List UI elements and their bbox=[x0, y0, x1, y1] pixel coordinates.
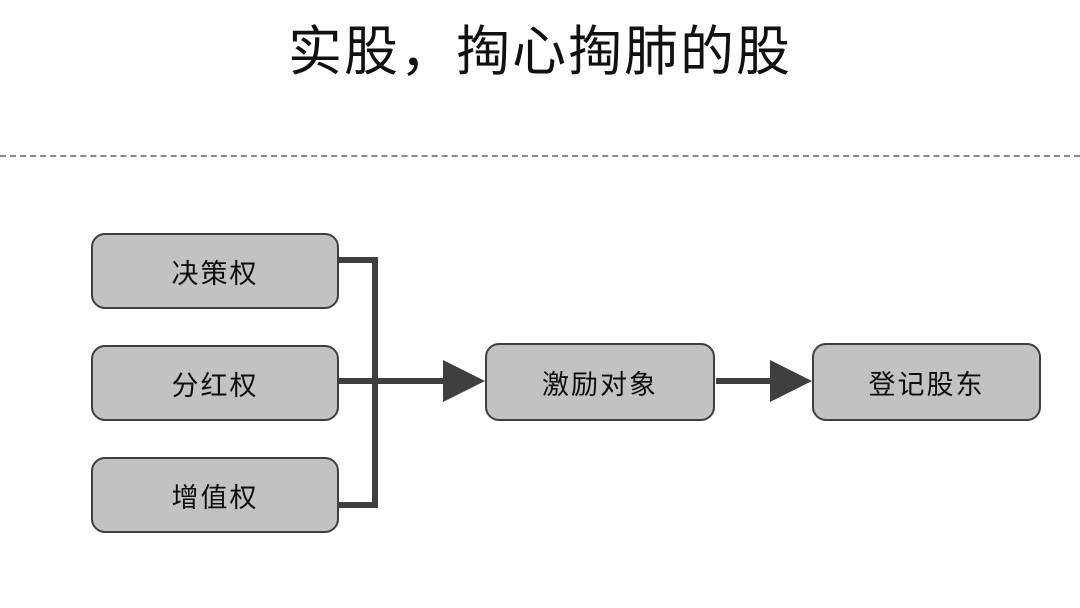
node-incentive-target[interactable]: 激励对象 bbox=[485, 343, 715, 421]
node-label: 决策权 bbox=[171, 258, 259, 289]
node-label: 增值权 bbox=[171, 482, 259, 513]
header-divider bbox=[0, 155, 1080, 157]
page-title: 实股，掏心掏肺的股 bbox=[288, 22, 792, 82]
node-appreciation-rights[interactable]: 增值权 bbox=[91, 457, 339, 533]
node-label: 登记股东 bbox=[868, 369, 985, 400]
node-label: 分红权 bbox=[171, 370, 259, 401]
connector-decision-to-target bbox=[339, 257, 378, 381]
connector-appreciation-to-target bbox=[339, 381, 378, 508]
node-registered-shareholder[interactable]: 登记股东 bbox=[812, 343, 1041, 421]
node-dividend-rights[interactable]: 分红权 bbox=[91, 345, 339, 421]
node-label: 激励对象 bbox=[542, 369, 658, 400]
node-decision-rights[interactable]: 决策权 bbox=[91, 233, 339, 309]
